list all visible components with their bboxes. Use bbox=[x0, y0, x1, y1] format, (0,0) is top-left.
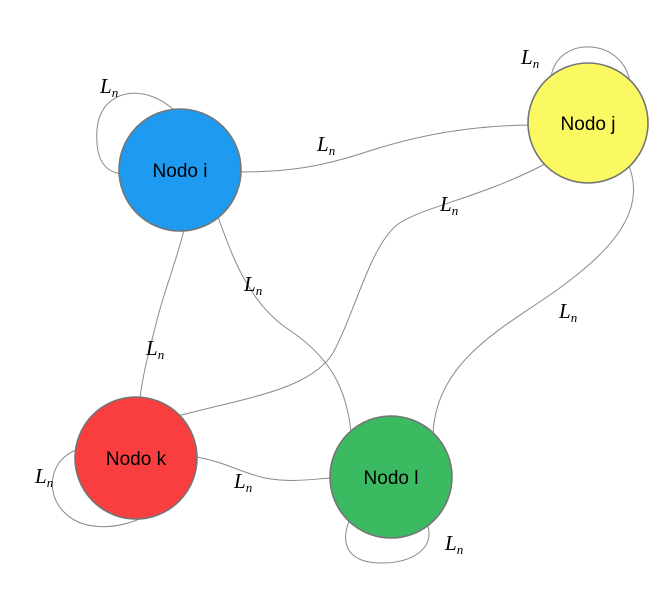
edge-label-loop-i: Ln bbox=[99, 74, 118, 100]
edge-label-j-l: Ln bbox=[558, 299, 577, 325]
edge-label-loop-l: Ln bbox=[444, 531, 463, 557]
edge-i-k bbox=[139, 229, 185, 399]
edge-label-loop-k: Ln bbox=[34, 464, 53, 490]
edge-label-i-l: Ln bbox=[243, 272, 262, 298]
edge-label-loop-j: Ln bbox=[520, 45, 539, 71]
node-label-l: Nodo l bbox=[364, 468, 419, 489]
edge-loop-j bbox=[550, 46, 631, 84]
node-label-i: Nodo i bbox=[153, 161, 208, 182]
edge-loop-l bbox=[345, 520, 430, 564]
node-j: Nodo j bbox=[527, 62, 649, 184]
node-i: Nodo i bbox=[118, 108, 242, 232]
edge-loop-k bbox=[51, 449, 143, 528]
node-circle-l bbox=[329, 415, 453, 539]
edge-label-j-k: Ln bbox=[439, 192, 458, 218]
node-label-k: Nodo k bbox=[106, 449, 167, 470]
edge-j-k bbox=[177, 163, 546, 417]
node-k: Nodo k bbox=[74, 396, 198, 520]
node-label-j: Nodo j bbox=[561, 114, 616, 135]
edge-j-l bbox=[432, 165, 635, 435]
edge-label-i-j: Ln bbox=[316, 132, 335, 158]
edge-loop-i bbox=[96, 92, 177, 175]
edge-i-l bbox=[217, 216, 352, 433]
node-circle-i bbox=[118, 108, 242, 232]
node-circle-j bbox=[527, 62, 649, 184]
node-l: Nodo l bbox=[329, 415, 453, 539]
node-circle-k bbox=[74, 396, 198, 520]
edge-label-i-k: Ln bbox=[145, 336, 164, 362]
edge-label-k-l: Ln bbox=[233, 469, 252, 495]
edge-i-j bbox=[239, 124, 531, 173]
edge-k-l bbox=[196, 456, 333, 481]
